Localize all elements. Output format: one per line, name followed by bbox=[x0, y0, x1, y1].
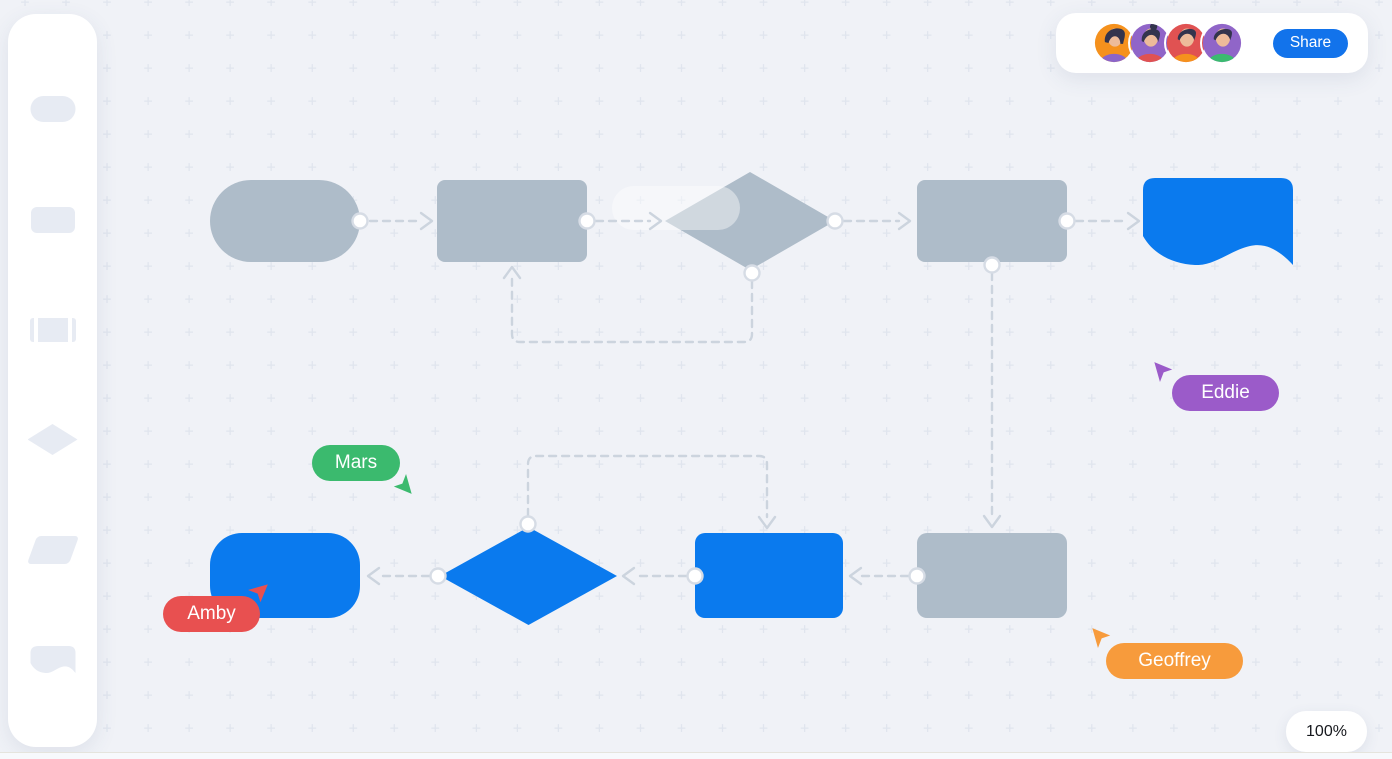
predefined-process-shape-icon[interactable] bbox=[29, 318, 76, 342]
canvas-dot-grid: ++++++++++++++++++++++++++++++++++ +++++… bbox=[20, 0, 1392, 759]
presence-bar: Share bbox=[1056, 13, 1368, 73]
node-process-2[interactable] bbox=[917, 180, 1067, 262]
node-process-1[interactable] bbox=[437, 180, 587, 262]
connection-point[interactable] bbox=[983, 256, 1001, 274]
connection-point[interactable] bbox=[519, 515, 537, 533]
node-rounded-1[interactable] bbox=[210, 533, 360, 618]
avatar-stack bbox=[1092, 21, 1244, 65]
connection-point[interactable] bbox=[908, 567, 926, 585]
connection-point[interactable] bbox=[351, 212, 369, 230]
terminator-shape-icon[interactable] bbox=[30, 96, 75, 122]
node-decision-2[interactable] bbox=[440, 527, 617, 625]
node-start-terminator[interactable] bbox=[210, 180, 360, 262]
connection-point[interactable] bbox=[826, 212, 844, 230]
geoffrey-name-tag: Geoffrey bbox=[1106, 643, 1243, 679]
node-decision-1[interactable] bbox=[665, 172, 835, 270]
document-shape-icon[interactable] bbox=[30, 646, 75, 674]
process-shape-icon[interactable] bbox=[30, 207, 75, 233]
eddie-name-tag: Eddie bbox=[1172, 375, 1279, 411]
node-document-1[interactable] bbox=[1143, 178, 1293, 265]
zoom-level-indicator[interactable]: 100% bbox=[1286, 711, 1367, 752]
connection-point[interactable] bbox=[1058, 212, 1076, 230]
predefined-process-bar bbox=[33, 318, 38, 342]
connection-point[interactable] bbox=[686, 567, 704, 585]
connection-point[interactable] bbox=[578, 212, 596, 230]
predefined-process-bar bbox=[67, 318, 72, 342]
avatar-2[interactable] bbox=[1128, 21, 1172, 65]
connection-point[interactable] bbox=[743, 264, 761, 282]
data-shape-icon[interactable] bbox=[26, 536, 79, 564]
mars-cursor-icon bbox=[393, 474, 412, 494]
share-button[interactable]: Share bbox=[1273, 28, 1348, 58]
eddie-cursor-icon bbox=[1154, 362, 1173, 382]
mars-name-tag: Mars bbox=[312, 445, 400, 481]
geoffrey-cursor-icon bbox=[1092, 628, 1111, 648]
avatar-4[interactable] bbox=[1200, 21, 1244, 65]
connection-point[interactable] bbox=[429, 567, 447, 585]
canvas-bottom-edge bbox=[0, 752, 1392, 759]
node-process-3[interactable] bbox=[695, 533, 843, 618]
decision-shape-icon[interactable] bbox=[27, 424, 78, 455]
node-process-4[interactable] bbox=[917, 533, 1067, 618]
shape-toolbar bbox=[8, 14, 97, 747]
avatar-1[interactable] bbox=[1092, 21, 1136, 65]
